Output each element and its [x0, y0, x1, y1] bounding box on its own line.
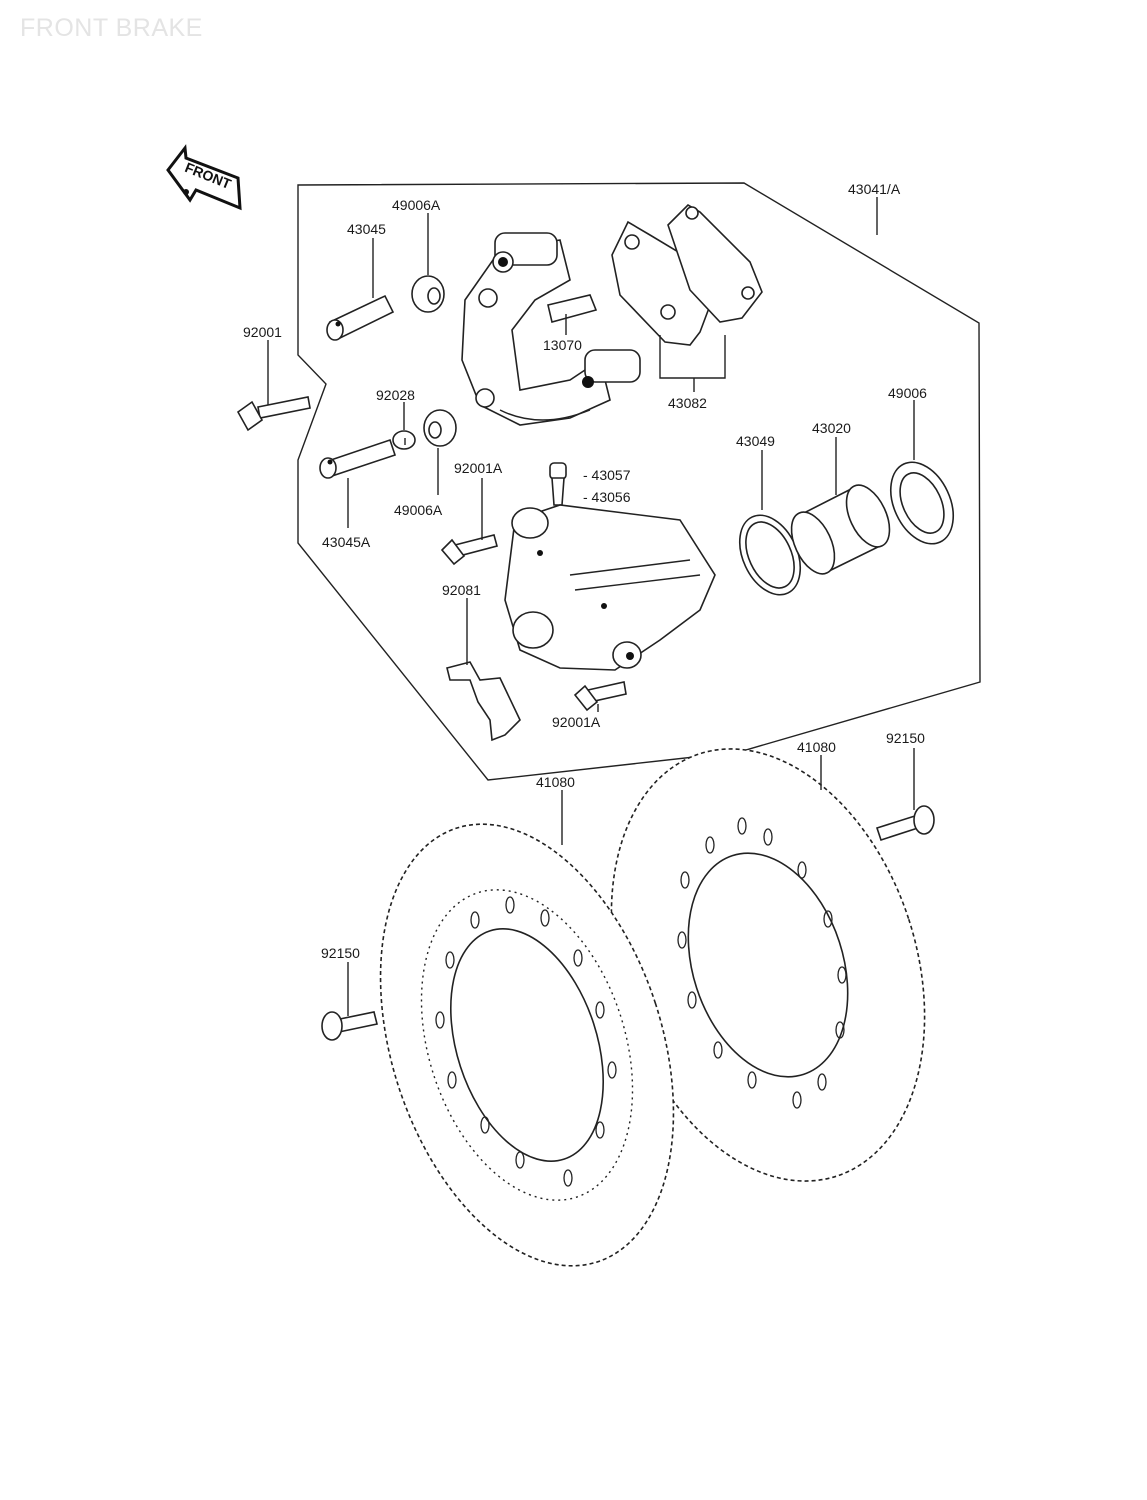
label-41080-left: 41080 — [536, 774, 575, 790]
label-49006A-top: 49006A — [392, 197, 441, 213]
bleed-valve — [549, 462, 567, 506]
caliper-body — [504, 504, 716, 671]
label-92150-left: 92150 — [321, 945, 360, 961]
label-13070: 13070 — [543, 337, 582, 353]
label-43057: - 43057 — [583, 467, 631, 483]
bolt-92001 — [236, 396, 311, 432]
label-43056: - 43056 — [583, 489, 631, 505]
part-labels: 43041/A 49006A 43045 92001 13070 43082 9… — [243, 181, 927, 961]
label-92028: 92028 — [376, 387, 415, 403]
bushing-92028 — [392, 430, 416, 450]
page-title-watermark: FRONT BRAKE — [20, 14, 203, 42]
piston-43020 — [790, 484, 891, 575]
label-49006: 49006 — [888, 385, 927, 401]
brake-pads-43082 — [611, 203, 763, 346]
label-43045A: 43045A — [322, 534, 371, 550]
shim-13070 — [547, 294, 598, 323]
label-92150-right: 92150 — [886, 730, 925, 746]
slide-pin-43045 — [326, 294, 395, 341]
label-92001: 92001 — [243, 324, 282, 340]
bolt-92001A-bottom — [573, 681, 627, 712]
label-43049: 43049 — [736, 433, 775, 449]
disc-bolt-92150-right — [875, 805, 935, 842]
pad-spring-92081 — [446, 661, 521, 742]
dust-seal-49006 — [889, 461, 955, 545]
leader-lines — [267, 197, 915, 1016]
piston-seal-43049 — [738, 514, 802, 596]
front-direction-badge: FRONT — [166, 144, 242, 211]
caliper-assembly-outline — [297, 182, 981, 781]
brake-disc-41080-right — [610, 748, 926, 1182]
brake-disc-41080-left — [379, 823, 675, 1267]
label-43041: 43041/A — [848, 181, 901, 197]
label-43045: 43045 — [347, 221, 386, 237]
label-92001A-bottom: 92001A — [552, 714, 601, 730]
bolt-92001A-top — [440, 534, 498, 566]
boot-49006A-bottom — [423, 409, 457, 447]
boot-49006A-top — [411, 275, 445, 313]
disc-bolt-92150-left — [321, 1011, 378, 1041]
slide-pin-43045A — [319, 438, 397, 479]
label-92081: 92081 — [442, 582, 481, 598]
label-43082: 43082 — [668, 395, 707, 411]
label-92001A-top: 92001A — [454, 460, 503, 476]
label-41080-right: 41080 — [797, 739, 836, 755]
label-43020: 43020 — [812, 420, 851, 436]
caliper-bracket — [461, 232, 641, 426]
label-49006A-bottom: 49006A — [394, 502, 443, 518]
